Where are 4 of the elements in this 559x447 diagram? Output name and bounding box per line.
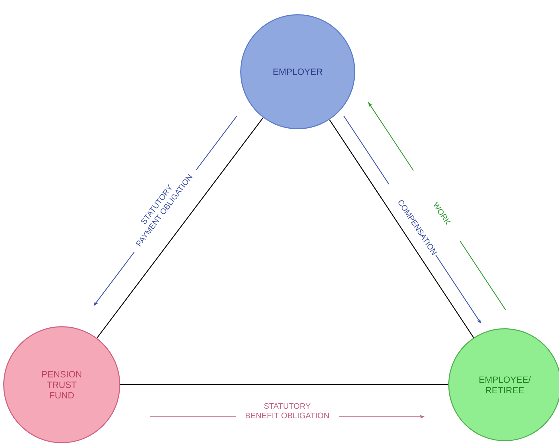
edge-label: STATUTORY BENEFIT OBLIGATION: [236, 402, 339, 420]
connector-line: [329, 120, 474, 338]
connector-line: [120, 384, 449, 386]
connector-line: [96, 117, 264, 339]
